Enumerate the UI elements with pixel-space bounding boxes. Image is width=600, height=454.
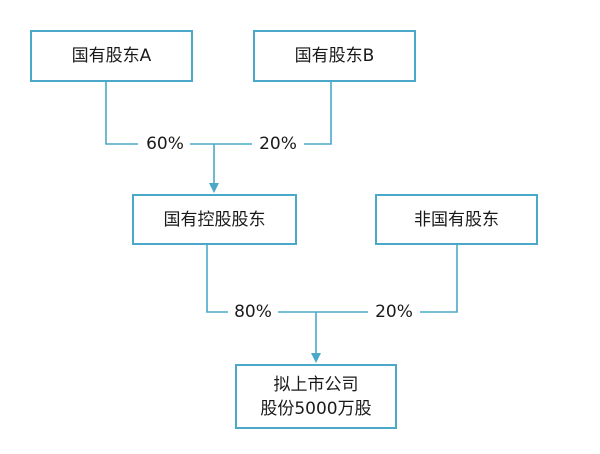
node-shareholder-a-label: 国有股东A [71,46,152,66]
connector-holding-to-target [206,245,228,313]
node-shareholder-b: 国有股东B [253,30,416,82]
edge-label-b: 20% [255,134,301,154]
connector-a-to-holding [105,82,138,145]
connector-b-to-holding [304,82,332,145]
node-shareholder-a: 国有股东A [30,30,193,82]
node-target-company-line2: 股份5000万股 [260,398,372,419]
node-non-state-label: 非国有股东 [414,209,499,230]
node-shareholder-b-label: 国有股东B [294,46,375,66]
edge-label-nonstate: 20% [371,302,417,322]
node-target-company-line1: 拟上市公司 [273,374,359,395]
node-non-state: 非国有股东 [375,194,538,245]
edge-label-a: 60% [142,134,188,154]
node-state-holding: 国有控股股东 [132,194,297,245]
edge-label-holding: 80% [230,302,276,322]
connector-nonstate-to-target [420,245,458,313]
node-state-holding-label: 国有控股股东 [163,209,266,230]
node-target-company: 拟上市公司 股份5000万股 [235,364,397,429]
